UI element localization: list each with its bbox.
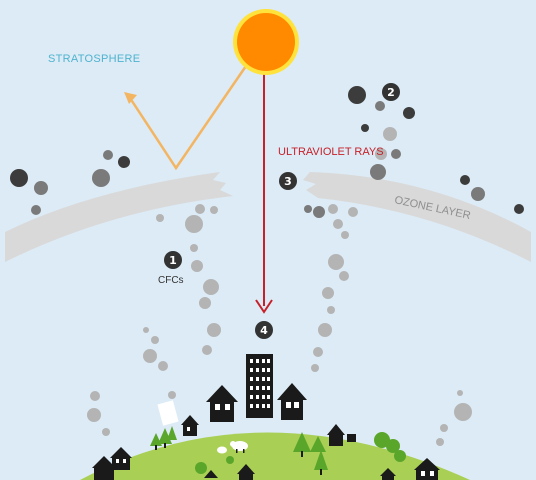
tree-icon-left-group [150,426,177,450]
cfcs-label: CFCs [158,275,184,286]
stratosphere-label: STRATOSPHERE [48,53,140,65]
cfc-particles-right [304,86,524,446]
reflected-ray-arrowhead [124,92,137,104]
uv-ray [255,70,273,314]
tree-icon-right-group [195,432,406,474]
ground [80,432,470,480]
building-icon [246,354,273,418]
small-box-building [347,434,356,442]
house-icon-bottom-center [204,464,255,480]
ozone-band-right [303,172,531,262]
ozone-band-left [5,172,233,262]
marker-2: 2 [382,83,400,101]
uv-ray-arrowhead [255,299,273,314]
house-icon-far-left [92,447,132,480]
sun-icon [233,9,299,75]
ultraviolet-rays-label: ULTRAVIOLET RAYS [278,146,384,158]
marker-3-number: 3 [284,175,292,188]
house-icon-right [327,424,345,446]
marker-1-number: 1 [169,254,177,267]
marker-2-number: 2 [387,86,395,99]
house-icon-small-left [181,415,199,436]
marker-3: 3 [279,172,297,190]
marker-4: 4 [255,321,273,339]
cfc-particles-left [10,150,221,436]
marker-1: 1 [164,251,182,269]
house-icon-center-left [206,385,238,422]
factory-smoke-block [157,400,179,426]
house-icon-center-right [277,383,307,420]
tree-icon-center-group [293,432,328,475]
reflected-ray [124,65,248,171]
house-icon-far-right [380,458,440,480]
sheep-icon [217,441,248,454]
marker-4-number: 4 [260,324,268,337]
